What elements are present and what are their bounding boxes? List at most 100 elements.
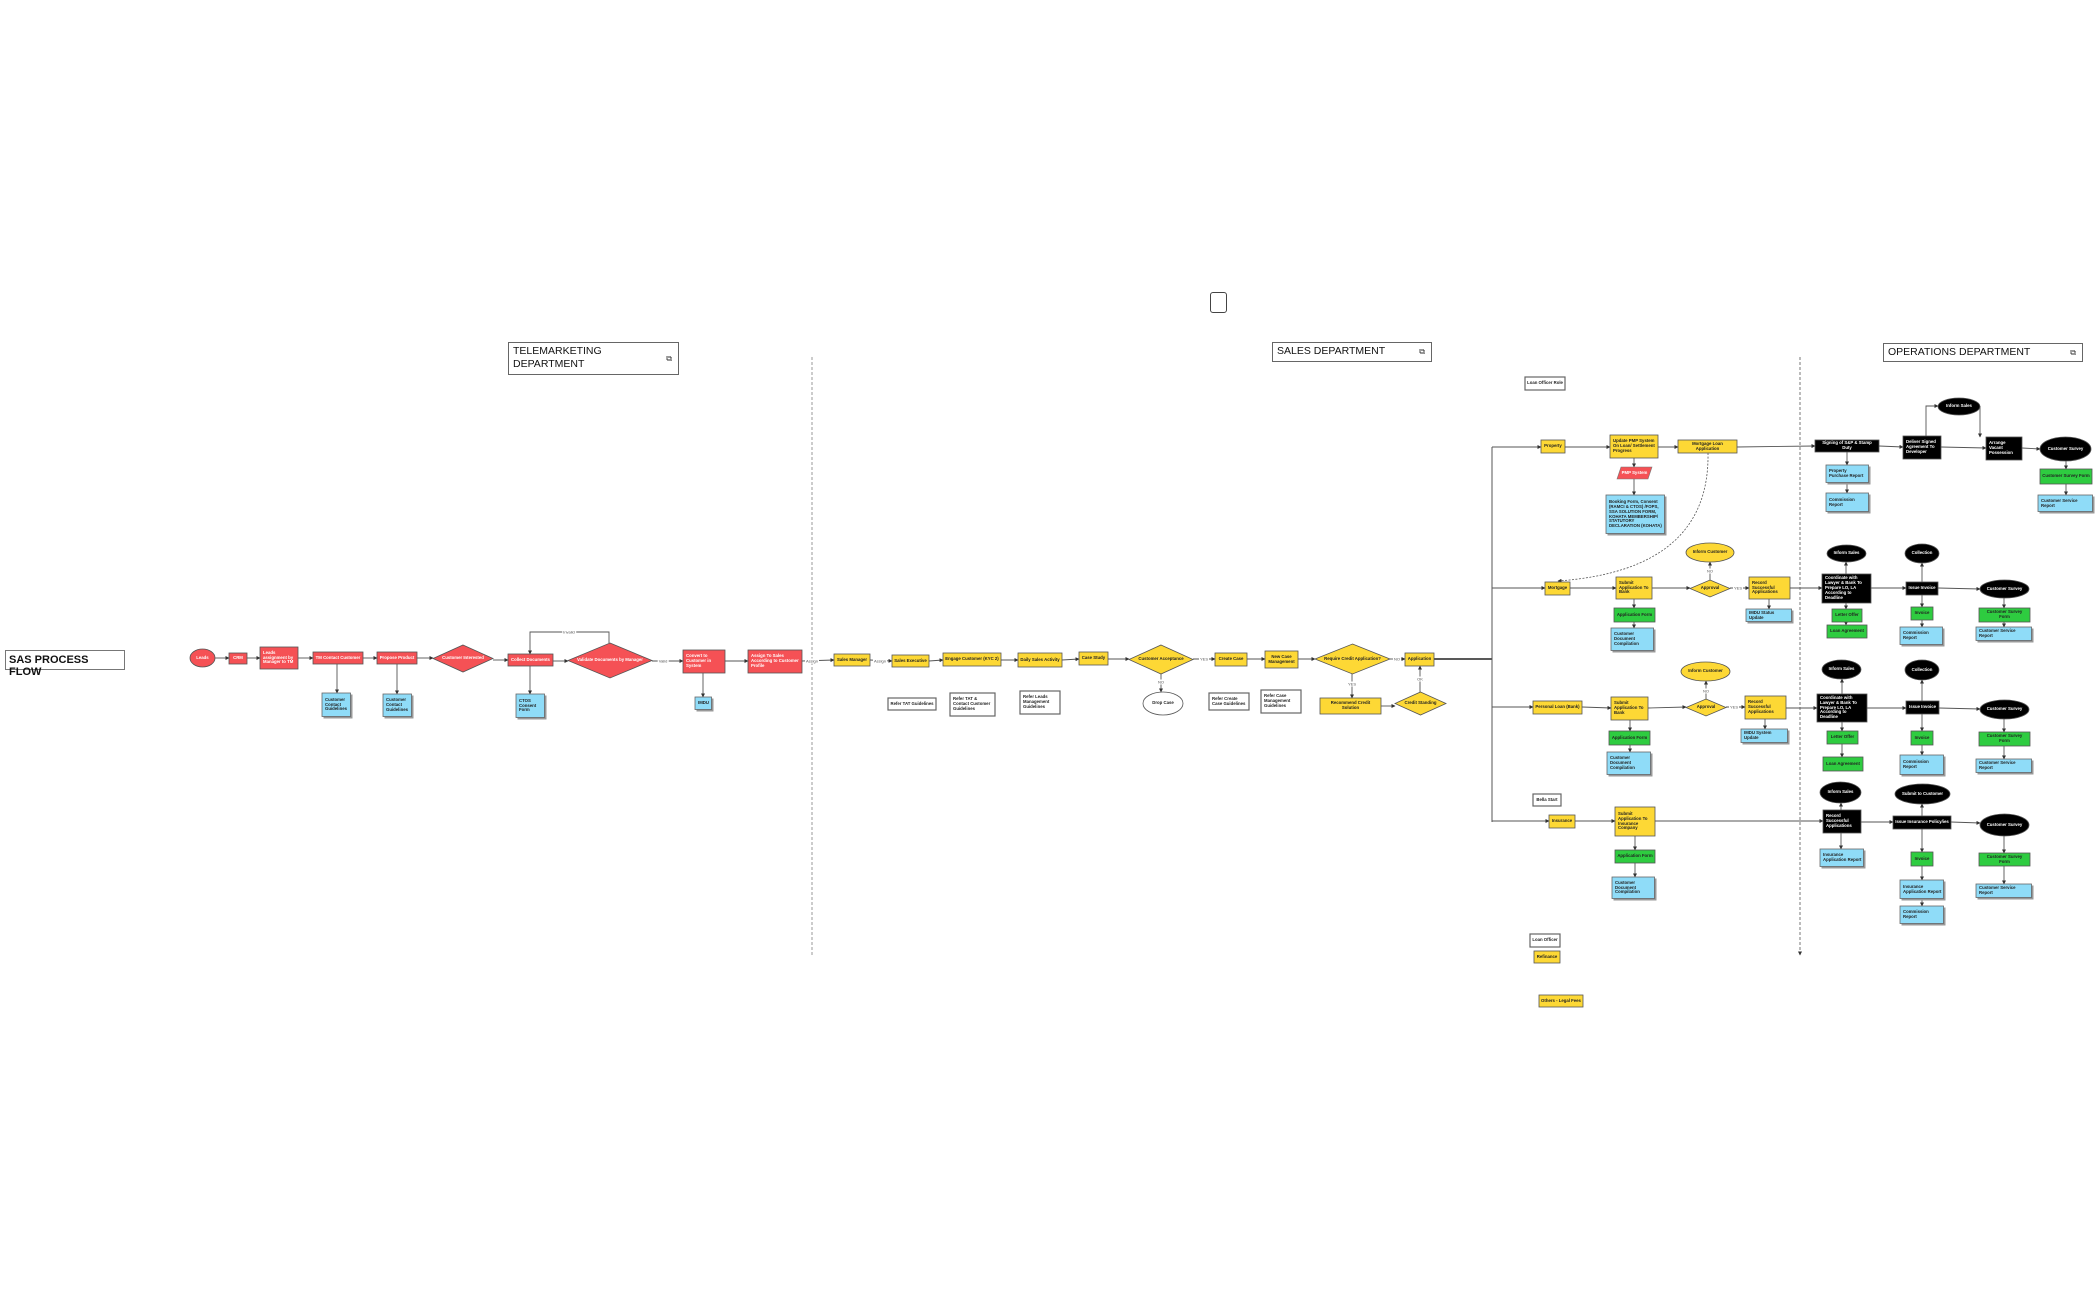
s-cdc3-document[interactable]: Customer Document Compilation bbox=[1611, 876, 1657, 901]
sales-department-header[interactable]: SALES DEPARTMENT ⧉ bbox=[1272, 342, 1432, 362]
s-property-step[interactable]: Property bbox=[1540, 439, 1566, 454]
o-iar2-document[interactable]: Insurance Application Report bbox=[1899, 879, 1946, 901]
link-copy-icon[interactable]: ⧉ bbox=[666, 353, 672, 363]
s-insurance-step[interactable]: Insurance bbox=[1548, 814, 1576, 829]
o-comm3-document[interactable]: Commission Report bbox=[1899, 754, 1946, 777]
o-inform1-step[interactable]: Inform Sales bbox=[1937, 397, 1981, 416]
t-propose-step[interactable]: Propose Product bbox=[376, 651, 418, 665]
o-csr1-document[interactable]: Customer Service Report bbox=[2037, 494, 2095, 514]
o-invoice2-step[interactable]: Issue Invoice bbox=[1905, 700, 1940, 715]
o-loan2-step[interactable]: Loan Agreement bbox=[1822, 756, 1864, 772]
o-inv3-step[interactable]: Invoice bbox=[1910, 851, 1934, 867]
o-arrange-step[interactable]: Arrange Vacant Possession bbox=[1985, 436, 2023, 461]
o-csr4-document[interactable]: Customer Service Report bbox=[1975, 883, 2034, 900]
o-deliver-step[interactable]: Deliver Signed Agreement To Developer bbox=[1902, 435, 1942, 460]
o-inform2-step[interactable]: Inform Sales bbox=[1826, 544, 1867, 563]
t-guid1-document[interactable]: Customer Contact Guidelines bbox=[321, 692, 353, 719]
o-csf1-step[interactable]: Customer Survey Form bbox=[2039, 468, 2093, 485]
o-coord2-step[interactable]: Coordinate with Lawyer & Bank To Prepare… bbox=[1816, 693, 1868, 723]
o-invoice1-step[interactable]: Issue Invoice bbox=[1905, 581, 1939, 596]
s-imdu2-document[interactable]: IMDU System Update bbox=[1740, 728, 1790, 745]
s-record2-step[interactable]: Record Successful Applications bbox=[1744, 695, 1787, 720]
o-survey1-step[interactable]: Customer Survey bbox=[2039, 436, 2092, 462]
t-validate-step[interactable]: Validate Documents by Manager bbox=[566, 642, 654, 679]
n-leads-note[interactable]: Refer Leads Management Guidelines bbox=[1019, 690, 1061, 715]
s-imdu1-document[interactable]: IMDU Status Update bbox=[1745, 608, 1794, 624]
n-bella-note[interactable]: Bella Start bbox=[1532, 793, 1562, 807]
o-inform4-step[interactable]: Inform Sales bbox=[1819, 781, 1862, 804]
o-letter2-step[interactable]: Letter Offer bbox=[1826, 730, 1859, 745]
o-submitcust-step[interactable]: Submit to Customer bbox=[1894, 783, 1951, 805]
n-tat-note[interactable]: Refer TAT Guidelines bbox=[887, 697, 937, 711]
t-interested-step[interactable]: Customer Interested bbox=[432, 644, 494, 673]
o-inv2-step[interactable]: Invoice bbox=[1910, 730, 1934, 746]
t-assignsales-step[interactable]: Assign To Sales According to Customer Pr… bbox=[747, 649, 803, 674]
o-csf2-step[interactable]: Customer Survey Form bbox=[1978, 607, 2031, 623]
s-mla-step[interactable]: Mortgage Loan Application bbox=[1677, 439, 1738, 454]
s-appform3-step[interactable]: Application Form bbox=[1614, 849, 1656, 864]
s-submit3-step[interactable]: Submit Application To Insurance Company bbox=[1614, 806, 1656, 837]
o-signing-step[interactable]: Signing of S&P & Stamp Duty bbox=[1814, 439, 1880, 453]
o-csf3-step[interactable]: Customer Survey Form bbox=[1978, 731, 2031, 747]
o-comm4-document[interactable]: Commission Report bbox=[1899, 905, 1946, 926]
o-csr2-document[interactable]: Customer Service Report bbox=[1975, 626, 2034, 643]
link-copy-icon[interactable]: ⧉ bbox=[2070, 347, 2076, 357]
s-appform2-step[interactable]: Application Form bbox=[1608, 730, 1651, 746]
s-create-step[interactable]: Create Case bbox=[1214, 652, 1248, 667]
n-lo-note[interactable]: Loan Officer bbox=[1529, 933, 1561, 948]
s-pmp-step[interactable]: PMP System bbox=[1616, 466, 1653, 480]
s-mgr-step[interactable]: Sales Manager bbox=[833, 653, 871, 667]
t-guid2-document[interactable]: Customer Contact Guidelines bbox=[382, 693, 414, 719]
s-recommend-step[interactable]: Recommend Credit Solution bbox=[1319, 697, 1382, 715]
o-csr3-document[interactable]: Customer Service Report bbox=[1975, 758, 2034, 775]
s-cdc1-document[interactable]: Customer Document Compilation bbox=[1610, 627, 1656, 653]
o-letter1-step[interactable]: Letter Offer bbox=[1831, 608, 1863, 623]
s-exec-step[interactable]: Sales Executive bbox=[891, 654, 930, 668]
s-approval1-step[interactable]: Approval bbox=[1688, 579, 1732, 598]
s-accept-step[interactable]: Customer Acceptance bbox=[1128, 644, 1194, 675]
t-ctos-document[interactable]: CTOS Consent Form bbox=[515, 693, 547, 720]
s-submit2-step[interactable]: Submit Application To Bank bbox=[1610, 696, 1649, 721]
s-personal-step[interactable]: Personal Loan (Bank) bbox=[1532, 700, 1583, 715]
o-csf4-step[interactable]: Customer Survey Form bbox=[1978, 852, 2031, 867]
t-collect-step[interactable]: Collect Documents bbox=[507, 653, 554, 667]
s-engage-step[interactable]: Engage Customer (KYC 2) bbox=[942, 652, 1002, 667]
o-survey3-step[interactable]: Customer Survey bbox=[1979, 699, 2030, 720]
s-inform1-step[interactable]: Inform Customer bbox=[1685, 542, 1735, 563]
s-inform2-step[interactable]: Inform Customer bbox=[1680, 661, 1731, 682]
s-mortgage-step[interactable]: Mortgage bbox=[1544, 581, 1571, 596]
t-crm-step[interactable]: CRM bbox=[228, 652, 248, 665]
telemarketing-department-header[interactable]: TELEMARKETING DEPARTMENT ⧉ bbox=[508, 342, 679, 375]
s-app-step[interactable]: Application bbox=[1404, 652, 1435, 667]
s-credit-step[interactable]: Credit Standing bbox=[1394, 691, 1447, 716]
n-tat2-note[interactable]: Refer TAT & Contact Customer Guidelines bbox=[949, 692, 996, 717]
o-survey2-step[interactable]: Customer Survey bbox=[1979, 579, 2030, 599]
o-comm2-document[interactable]: Commission Report bbox=[1899, 626, 1945, 647]
s-daily-step[interactable]: Daily Sales Activity bbox=[1017, 652, 1063, 668]
o-inv1-step[interactable]: Invoice bbox=[1910, 606, 1934, 621]
o-coord1-step[interactable]: Coordinate with Lawyer & Bank To Prepare… bbox=[1821, 573, 1872, 604]
n-lor-note[interactable]: Loan Officer Role bbox=[1524, 376, 1566, 391]
s-newcase-step[interactable]: New Case Management bbox=[1264, 650, 1299, 669]
n-create-note[interactable]: Refer Create Case Guidelines bbox=[1208, 692, 1250, 711]
s-booking-document[interactable]: Booking Form, Consent (RAMCI & CTOS) /FO… bbox=[1605, 494, 1667, 536]
t-contact-step[interactable]: TM Contact Customer bbox=[312, 651, 364, 665]
n-casemgmt-note[interactable]: Refer Case Management Guidelines bbox=[1260, 689, 1302, 714]
s-case-step[interactable]: Case Study bbox=[1078, 651, 1109, 666]
o-collection2-step[interactable]: Collection bbox=[1904, 659, 1940, 681]
s-appform1-step[interactable]: Application Form bbox=[1613, 607, 1656, 623]
t-imdu-document[interactable]: IMDU bbox=[694, 696, 714, 712]
o-collection1-step[interactable]: Collection bbox=[1904, 543, 1940, 564]
o-iar1-document[interactable]: Insurance Application Report bbox=[1819, 848, 1866, 869]
s-require-step[interactable]: Require Credit Application? bbox=[1313, 643, 1392, 675]
t-assign-step[interactable]: Leads assignment by Manager to TM bbox=[259, 646, 299, 670]
square-shape[interactable] bbox=[1210, 292, 1227, 313]
s-cdc2-document[interactable]: Customer Document Compilation bbox=[1606, 751, 1653, 777]
o-ppr-document[interactable]: Property Purchase Report bbox=[1825, 464, 1871, 485]
operations-department-header[interactable]: OPERATIONS DEPARTMENT ⧉ bbox=[1883, 343, 2083, 362]
s-legal-step[interactable]: Others - Legal Fees bbox=[1538, 994, 1584, 1008]
link-copy-icon[interactable]: ⧉ bbox=[1419, 347, 1425, 357]
s-drop-step[interactable]: Drop Case bbox=[1142, 691, 1184, 716]
o-record-step[interactable]: Record Successful Applications bbox=[1822, 809, 1862, 834]
s-updatepmp-step[interactable]: Update PMP System On Loan/ Settlement Pr… bbox=[1609, 434, 1659, 459]
